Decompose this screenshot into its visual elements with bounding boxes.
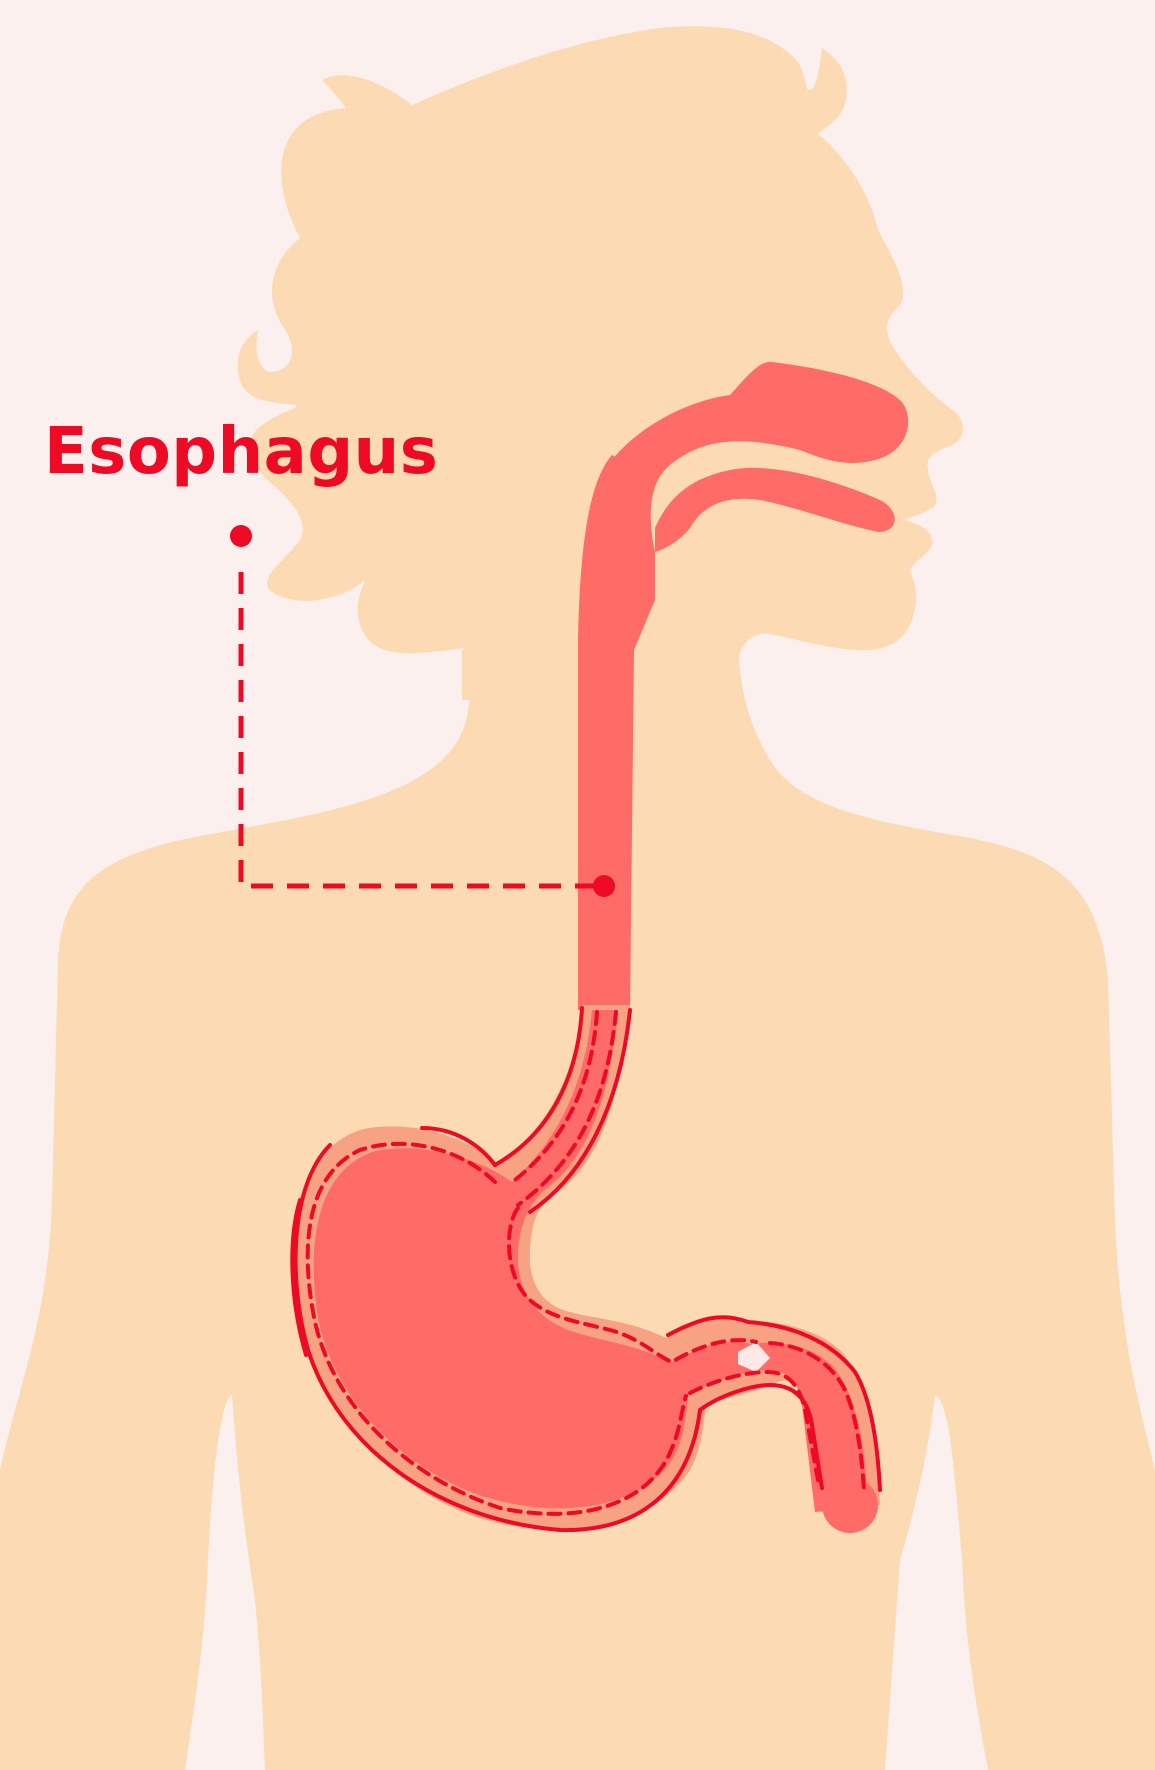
esophagus-label: Esophagus [44,412,438,492]
duodenum-end [822,1477,878,1533]
leader-dot-top [230,525,252,547]
torso [0,600,1155,1770]
leader-dot-target [593,875,615,897]
